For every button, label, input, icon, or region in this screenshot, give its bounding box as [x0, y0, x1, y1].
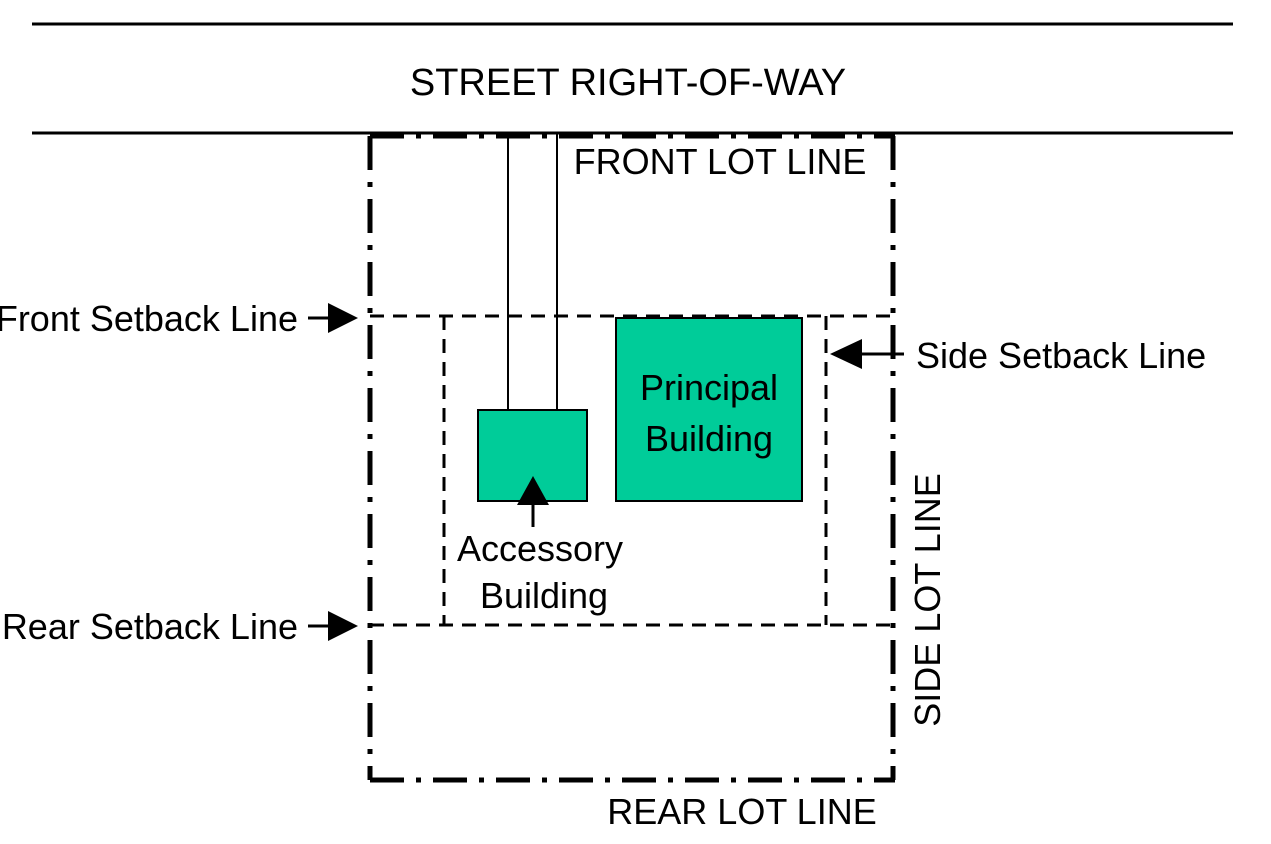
principal-building-label-line2: Building — [645, 418, 773, 459]
accessory-arrow-head — [517, 476, 549, 505]
accessory-building — [477, 409, 588, 502]
rear-setback-line-label: Rear Setback Line — [2, 606, 298, 647]
rear-setback-arrow-head — [328, 611, 358, 641]
street-label: STREET RIGHT-OF-WAY — [410, 62, 846, 104]
rear-lot-line-label: REAR LOT LINE — [607, 791, 876, 832]
lot-boundary — [367, 133, 896, 783]
front-setback-arrow-head — [328, 303, 358, 333]
principal-building — [615, 317, 803, 502]
front-lot-line-label: FRONT LOT LINE — [574, 141, 867, 182]
accessory-building-label-line1: Accessory — [457, 528, 623, 569]
front-setback-line-label: Front Setback Line — [0, 298, 298, 339]
accessory-building-label-line2: Building — [480, 575, 608, 616]
principal-building-label-line1: Principal — [640, 367, 778, 408]
setback-lines — [370, 314, 893, 627]
side-setback-line-label: Side Setback Line — [916, 335, 1206, 376]
side-lot-line-label: SIDE LOT LINE — [907, 473, 948, 726]
side-setback-arrow-head — [830, 339, 862, 369]
